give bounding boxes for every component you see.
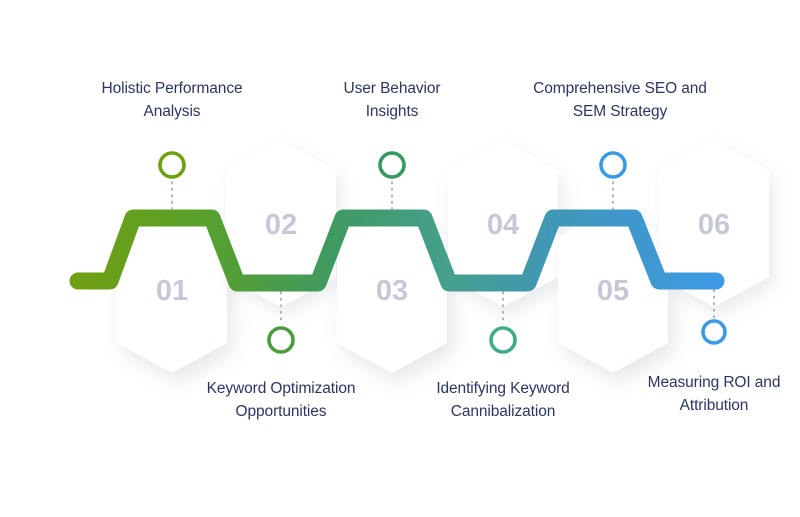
marker-group [158, 151, 727, 354]
step-label-3: User Behavior Insights [292, 78, 492, 124]
step-label-3-line1: User Behavior [343, 80, 441, 97]
step-label-5: Comprehensive SEO and SEM Strategy [520, 78, 720, 124]
hexagon-step-1 [117, 207, 227, 373]
step-label-4-line1: Identifying Keyword [436, 380, 570, 397]
marker-circle-step-3[interactable] [378, 151, 406, 179]
step-label-5-line2: SEM Strategy [572, 102, 668, 120]
step-label-1-line2: Analysis [143, 102, 201, 120]
step-label-1: Holistic Performance Analysis [72, 78, 272, 124]
hexagon-group [117, 141, 769, 373]
marker-circle-step-5[interactable] [599, 151, 627, 179]
hexagon-step-3 [337, 207, 447, 373]
step-label-6-line1: Measuring ROI and [647, 374, 781, 391]
marker-circle-step-6[interactable] [701, 319, 727, 345]
marker-circle-step-4[interactable] [489, 326, 517, 354]
marker-circle-step-1[interactable] [158, 151, 186, 179]
step-label-6: Measuring ROI and Attribution [614, 372, 800, 418]
hexagon-number-2: 02 [265, 209, 297, 241]
hexagon-number-5: 05 [597, 275, 629, 307]
hexagon-step-6 [659, 141, 769, 307]
process-ribbon-path [69, 209, 725, 292]
step-label-5-line1: Comprehensive SEO and [533, 80, 707, 97]
step-label-2-line1: Keyword Optimization [206, 380, 356, 397]
hexagon-number-6: 06 [698, 209, 730, 241]
hexagon-number-1: 01 [156, 275, 188, 307]
marker-circle-step-2[interactable] [267, 326, 295, 354]
step-label-4: Identifying Keyword Cannibalization [403, 378, 603, 424]
step-label-1-line1: Holistic Performance [101, 80, 243, 97]
step-label-2: Keyword Optimization Opportunities [181, 378, 381, 424]
hexagon-number-3: 03 [376, 275, 408, 307]
step-label-3-line2: Insights [365, 102, 419, 120]
hexagon-number-4: 04 [487, 209, 519, 241]
step-label-2-line2: Opportunities [235, 402, 327, 420]
hexagon-step-2 [226, 141, 336, 307]
step-label-6-line2: Attribution [679, 396, 749, 414]
dotted-connector-group [171, 181, 715, 325]
hexagon-number-group: 01 02 03 04 05 06 [156, 209, 730, 307]
step-label-4-line2: Cannibalization [450, 402, 556, 420]
